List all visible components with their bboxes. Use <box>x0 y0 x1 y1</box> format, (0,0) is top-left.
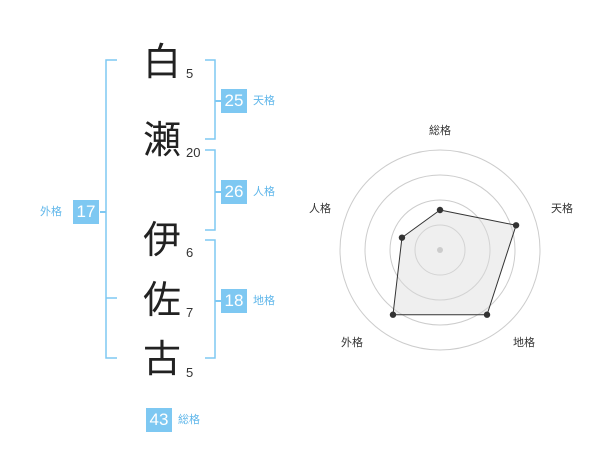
surname-char-2-strokes: 20 <box>186 145 201 160</box>
radar-center <box>437 247 443 253</box>
jinkaku-value: 26 <box>221 180 247 204</box>
radar-axis-label: 総格 <box>429 123 451 137</box>
given-char-2-strokes: 7 <box>186 305 194 320</box>
jinkaku-bracket <box>205 149 216 231</box>
surname-char-1-strokes: 5 <box>186 66 194 81</box>
tenkaku-label: 天格 <box>253 94 275 107</box>
radar-point <box>512 222 520 229</box>
surname-char-1: 白 <box>142 40 181 84</box>
given-char-3-strokes: 5 <box>186 365 194 380</box>
radar-axis-label: 外格 <box>341 335 363 349</box>
given-char-3: 古 <box>142 337 181 381</box>
chikaku-label: 地格 <box>253 294 275 307</box>
tenkaku-value: 25 <box>221 89 247 113</box>
radar-axis-label: 人格 <box>309 201 331 215</box>
chikaku-value: 18 <box>221 289 247 313</box>
radar-point <box>436 206 444 214</box>
radar-polygon <box>392 209 517 316</box>
soukaku-label: 総格 <box>178 413 200 426</box>
gaikaku-label: 外格 <box>40 205 62 218</box>
surname-char-2: 瀬 <box>142 118 181 162</box>
tenkaku-bracket <box>205 59 216 140</box>
gaikaku-connector <box>100 211 106 213</box>
gaikaku-bracket <box>105 59 117 359</box>
radar-ring <box>414 224 466 276</box>
radar-point <box>389 311 397 318</box>
gaikaku-value: 17 <box>73 200 99 224</box>
jinkaku-label: 人格 <box>253 185 275 198</box>
radar-axis-label: 天格 <box>551 201 573 215</box>
radar-axis-label: 地格 <box>513 335 535 349</box>
given-char-2: 佐 <box>142 278 181 322</box>
radar-ring <box>389 199 491 301</box>
chikaku-connector <box>215 300 221 302</box>
chikaku-bracket <box>205 239 216 359</box>
radar-ring <box>364 174 516 326</box>
given-char-1-strokes: 6 <box>186 245 194 260</box>
radar-point <box>483 311 491 318</box>
jinkaku-connector <box>215 191 221 193</box>
radar-ring <box>339 149 541 351</box>
radar-point <box>398 234 406 241</box>
soukaku-value: 43 <box>146 408 172 432</box>
tenkaku-connector <box>215 100 221 102</box>
given-char-1: 伊 <box>142 218 181 262</box>
